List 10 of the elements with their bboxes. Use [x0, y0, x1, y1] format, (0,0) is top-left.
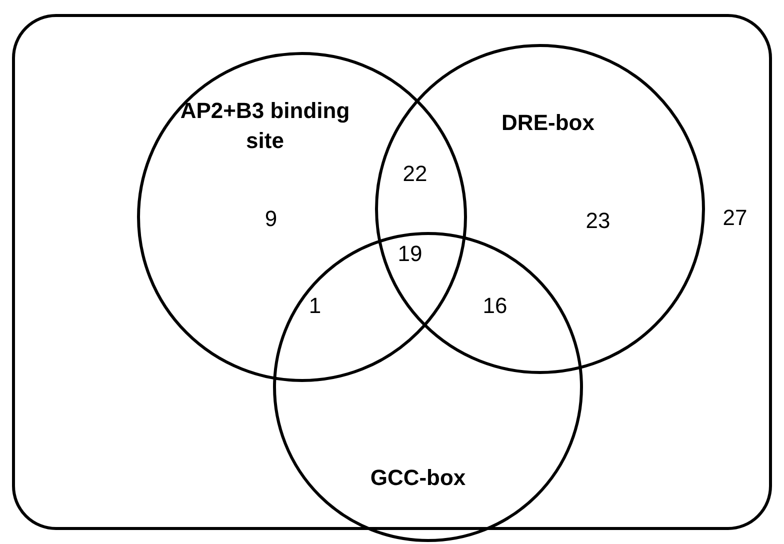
count-label: 9 — [264, 205, 278, 234]
count-label: 19 — [396, 240, 424, 268]
count-label: 22 — [402, 160, 428, 188]
count-label: 16 — [482, 292, 508, 320]
set-label: GCC-box — [369, 464, 467, 492]
count-label: 1 — [308, 292, 322, 320]
count-label: 23 — [584, 207, 612, 236]
count-label: 27 — [722, 204, 748, 232]
set-label: DRE-box — [500, 109, 596, 138]
set-label: AP2+B3 binding site — [179, 97, 351, 155]
